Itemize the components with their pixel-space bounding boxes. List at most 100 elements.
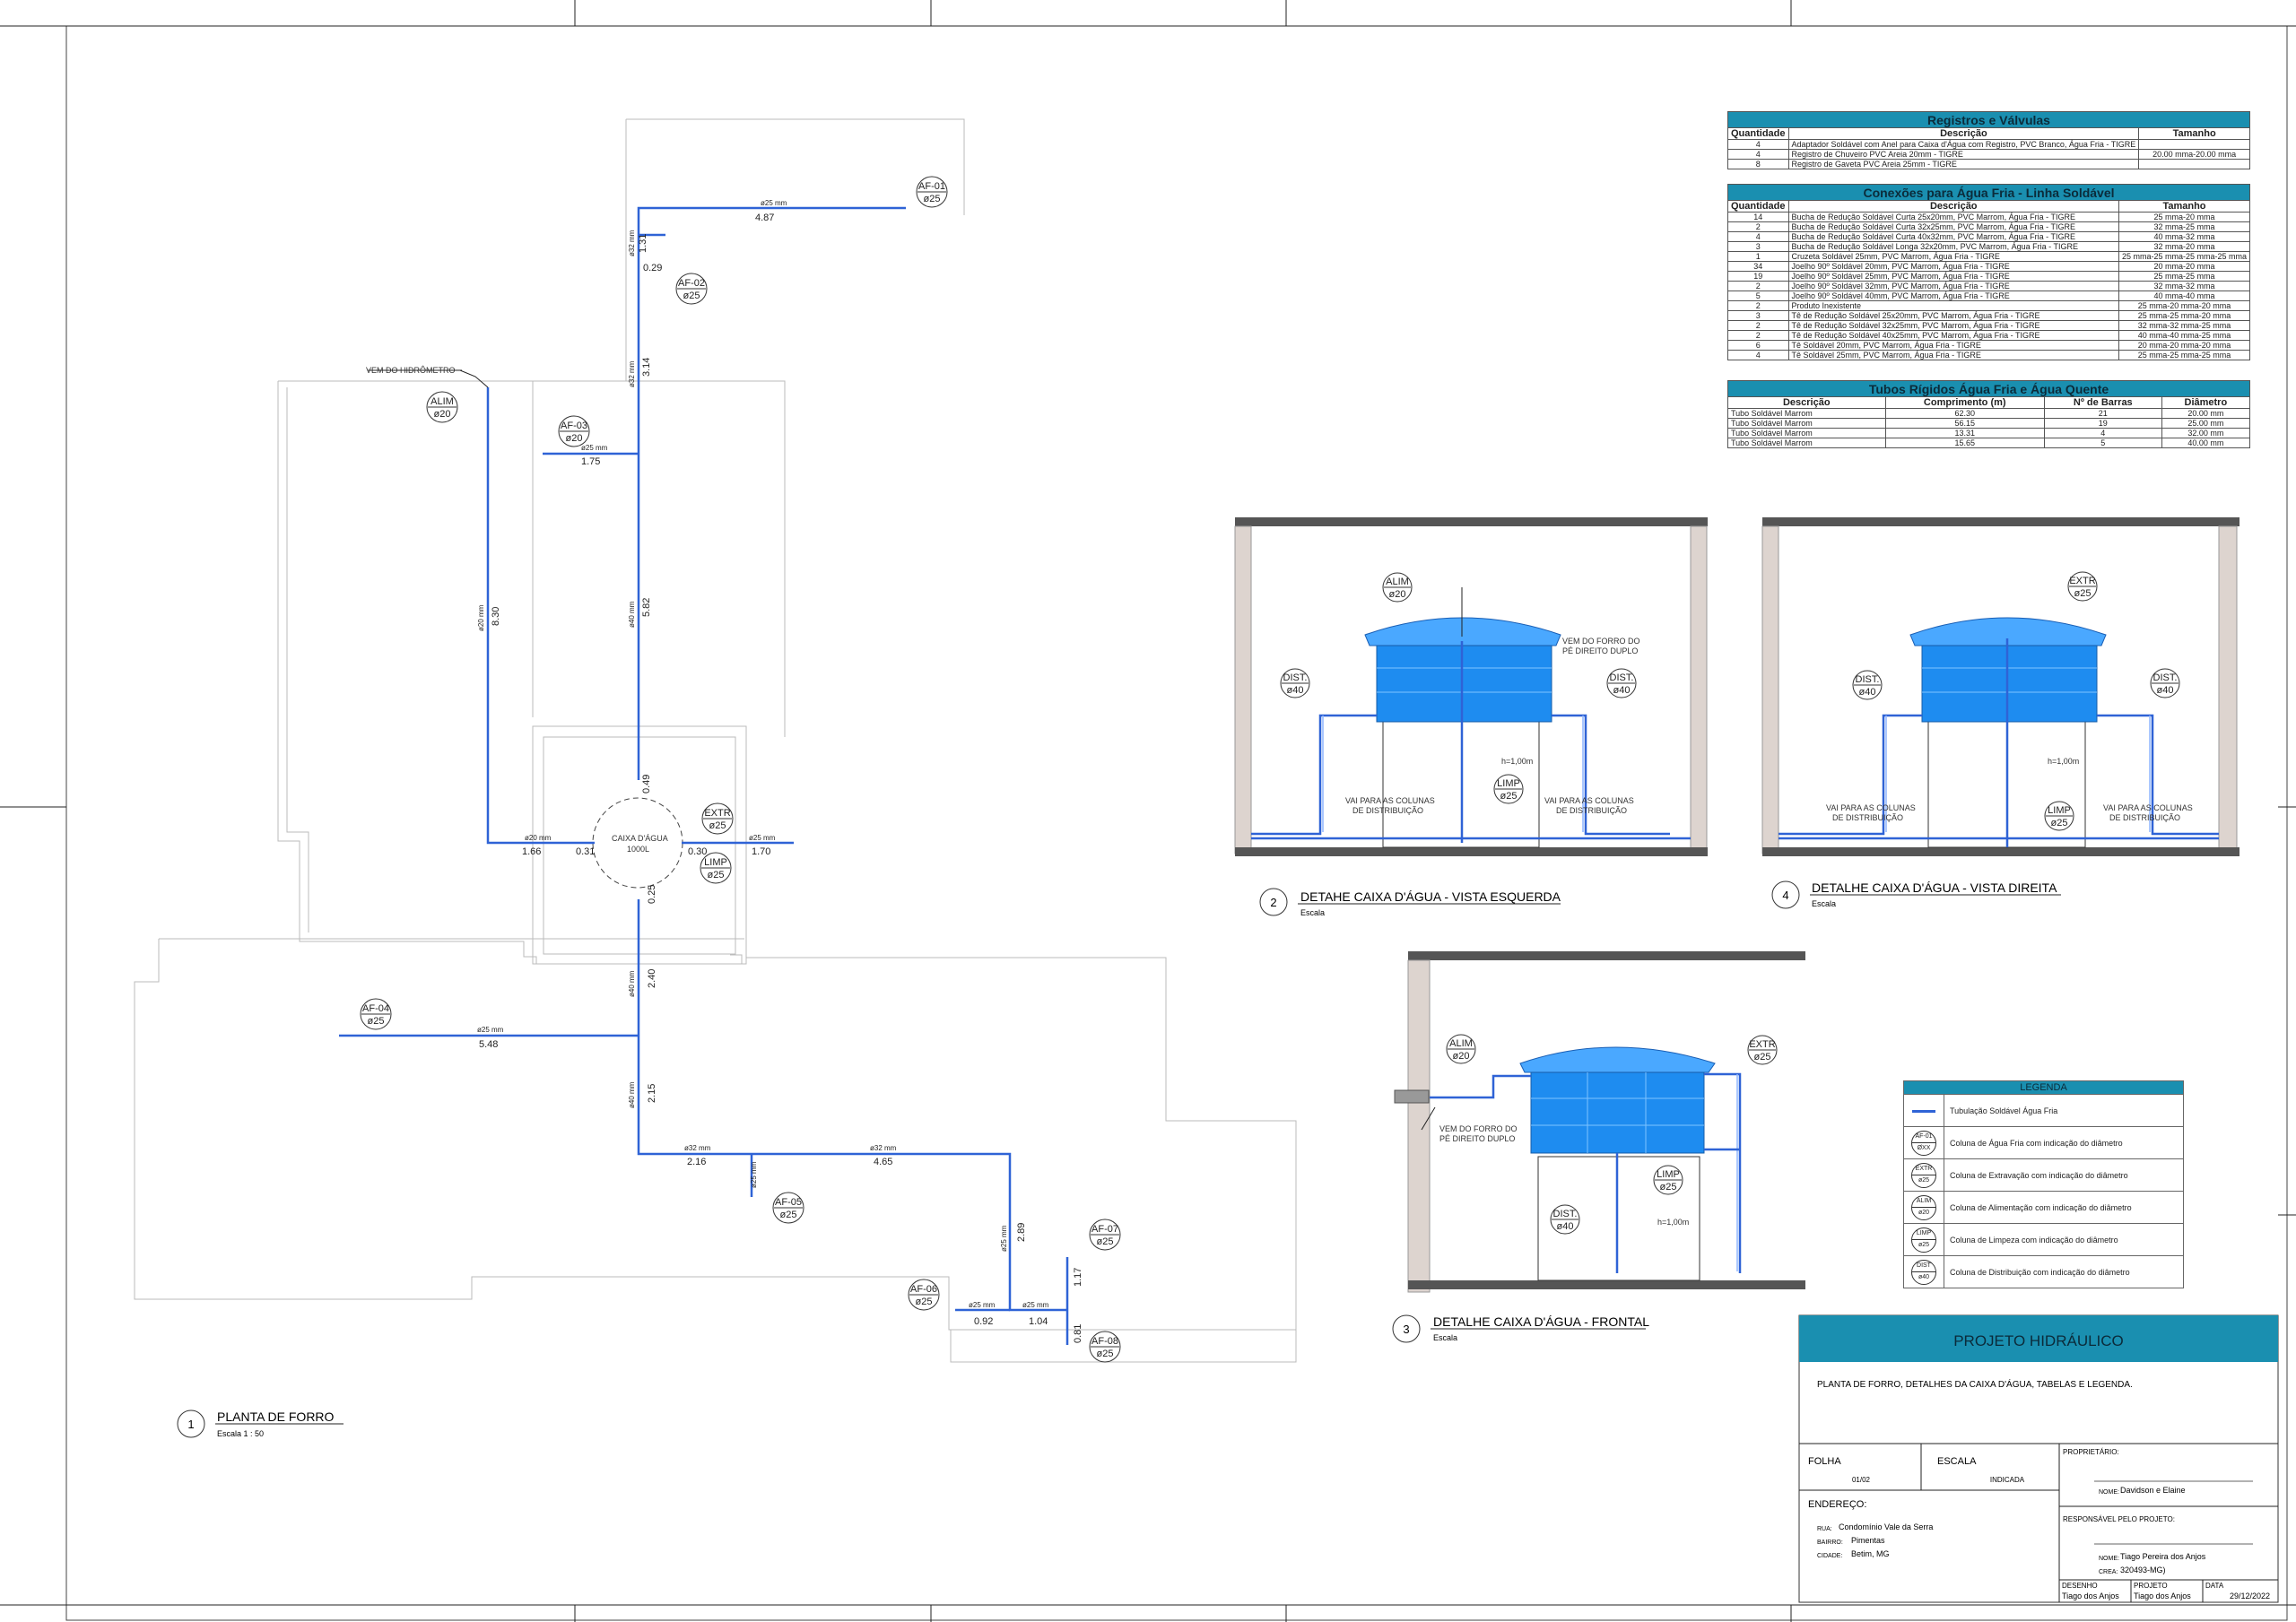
label: PROJETO (2134, 1582, 2168, 1590)
marker-diameter: ø25 (1918, 1241, 1930, 1248)
marker-code: AF-01 (1912, 1132, 1935, 1143)
svg-text:EXTR: EXTR (2069, 576, 2095, 586)
svg-text:DIST.: DIST. (1553, 1209, 1578, 1219)
svg-text:ø25: ø25 (683, 291, 700, 301)
note: DE DISTRIBUIÇÃO (1352, 806, 1423, 815)
table-cell: Registro de Chuveiro PVC Areia 20mm - TI… (1787, 149, 2140, 160)
tag-dist: DIST. ø40 (1280, 668, 1310, 698)
dim-label: 0.30 (688, 846, 707, 857)
note: VAI PARA AS COLUNAS (2103, 803, 2193, 812)
view-number: 4 (1782, 889, 1788, 902)
table-conexoes: Conexões para Água Fria - Linha Soldável… (1727, 184, 2251, 360)
svg-text:ø25: ø25 (780, 1210, 797, 1220)
pipe-line-icon (1912, 1109, 1935, 1113)
svg-text:AF-05: AF-05 (775, 1197, 802, 1208)
tag-limp: LIMP ø25 (1493, 774, 1524, 804)
svg-text:ø25: ø25 (2051, 818, 2068, 828)
table-cell: 25.00 mm (2161, 418, 2251, 429)
svg-text:AF-02: AF-02 (678, 278, 705, 289)
table-cell: 19 (1727, 271, 1789, 282)
svg-text:DIST.: DIST. (1283, 672, 1308, 683)
table-cell: 20.00 mm (2161, 408, 2251, 419)
table-cell: 5 (1727, 291, 1789, 301)
pipe-label: ø32 mm (684, 1144, 711, 1152)
table-cell: 40 mma-40 mma (2118, 291, 2251, 301)
dim-label: 0.92 (974, 1316, 993, 1327)
dim-label: 1.04 (1029, 1316, 1048, 1327)
dim-label: 1.17 (1073, 1268, 1083, 1287)
table-cell: Bucha de Redução Soldável Curta 25x20mm,… (1787, 212, 2119, 222)
label: BAIRRO: (1817, 1540, 1843, 1546)
table-cell: 32.00 mm (2161, 428, 2251, 438)
svg-text:ø25: ø25 (1097, 1349, 1114, 1359)
dim-label: 0.81 (1073, 1324, 1083, 1343)
table-cell: 32 mma-25 mma (2118, 221, 2251, 232)
col-header: Tamanho (2138, 127, 2250, 140)
col-header: Quantidade (1727, 200, 1789, 213)
table-cell: 4 (1727, 149, 1789, 160)
col-header: Tamanho (2118, 200, 2251, 213)
svg-text:LIMP: LIMP (1497, 778, 1520, 789)
note: h=1,00m (1501, 757, 1533, 766)
dim-label: 1.31 (638, 234, 648, 253)
table-cell: Tê de Redução Soldável 40x25mm, PVC Marr… (1787, 330, 2119, 341)
detail-left-view: ALIM ø20 DIST. ø40 DIST. ø40 LIMP ø25 VE… (1234, 517, 1708, 917)
marker-af05: AF-05 ø25 (772, 1192, 804, 1224)
table-cell: 21 (2043, 408, 2162, 419)
svg-text:ALIM: ALIM (1449, 1038, 1473, 1049)
svg-text:DIST.: DIST. (2153, 672, 2178, 683)
marker-alim: ALIM ø20 (426, 391, 458, 423)
tag-dist: DIST. ø40 (1606, 668, 1637, 698)
svg-text:AF-03: AF-03 (561, 421, 587, 431)
pipe-label: ø40 mm (628, 1081, 636, 1108)
marker-af03: AF-03 ø20 (558, 415, 590, 447)
table-cell: Tubo Soldável Marrom (1727, 408, 1886, 419)
svg-text:ø40: ø40 (1613, 685, 1631, 696)
dim-label: 0.29 (643, 263, 662, 273)
floor-plan: ø25 mm 4.87 1.31 ø32 mm 0.29 3.14 ø32 mm… (134, 118, 1297, 1438)
svg-text:ø25: ø25 (2074, 588, 2092, 599)
svg-text:ø25: ø25 (1754, 1052, 1771, 1063)
table-cell (2138, 159, 2250, 169)
table-cell: 40 mma-40 mma-25 mma (2118, 330, 2251, 341)
label: RUA: (1817, 1526, 1832, 1532)
label: CIDADE: (1817, 1553, 1842, 1559)
legend-item: Tubulação Soldável Água Fria (1903, 1094, 2184, 1127)
dim-label: 0.25 (647, 885, 657, 904)
svg-text:ø25: ø25 (1097, 1236, 1114, 1247)
col-header: Nº de Barras (2043, 396, 2162, 409)
table-cell: 40 mma-32 mma (2118, 231, 2251, 242)
tag-dist: DIST. ø40 (1852, 670, 1883, 700)
project-title: PROJETO HIDRÁULICO (1953, 1332, 2124, 1349)
table-cell: 25 mma-25 mma-25 mma-25 mma (2118, 251, 2251, 262)
table-cell: Joelho 90º Soldável 40mm, PVC Marrom, Ág… (1787, 291, 2119, 301)
note: PÉ DIREITO DUPLO (1439, 1134, 1515, 1143)
table-cell: 2 (1727, 330, 1789, 341)
view-scale: Escala (1812, 899, 1836, 908)
pipe-label: ø20 mm (477, 604, 485, 631)
dim-label: 3.14 (641, 358, 652, 377)
table-cell: 34 (1727, 261, 1789, 272)
svg-text:ø25: ø25 (916, 1297, 933, 1307)
dim-label: 8.30 (491, 607, 501, 626)
tag-dist: DIST. ø40 (1550, 1204, 1580, 1235)
pipe-label: ø32 mm (870, 1144, 897, 1152)
svg-text:ø25: ø25 (1660, 1182, 1677, 1193)
marker-af02: AF-02 ø25 (675, 273, 708, 305)
svg-text:ø20: ø20 (434, 409, 451, 420)
marker-diameter: ØXX (1917, 1144, 1931, 1151)
